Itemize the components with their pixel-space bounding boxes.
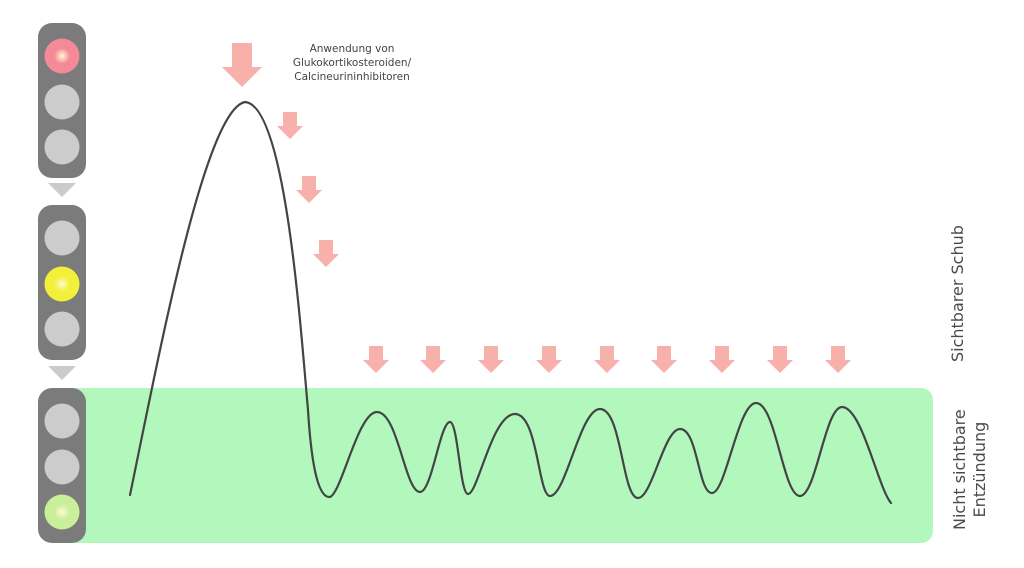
invisible-inflammation-zone	[40, 388, 933, 543]
traffic-light-red-lamp	[44, 38, 80, 74]
transition-chevron-icon	[48, 366, 76, 380]
treatment-arrow-icon	[767, 346, 793, 373]
traffic-light-green-lamp	[44, 311, 80, 347]
treatment-arrow-icon	[825, 346, 851, 373]
treatment-arrow-icon	[277, 112, 303, 139]
annotation-line: Calcineurininhibitoren	[294, 71, 410, 83]
treatment-arrow-icon	[296, 176, 322, 203]
treatment-arrow-icon	[222, 43, 262, 87]
treatment-arrow-icon	[651, 346, 677, 373]
treatment-arrow-icon	[313, 240, 339, 267]
treatment-arrow-icon	[420, 346, 446, 373]
traffic-light-yellow-lamp	[44, 84, 80, 120]
treatment-arrow-icon	[594, 346, 620, 373]
traffic-light-yellow-lamp	[44, 449, 80, 485]
traffic-light-green-lamp	[44, 129, 80, 165]
treatment-arrow-icon	[536, 346, 562, 373]
annotation-line: Anwendung von	[309, 43, 395, 55]
annotation-line: Glukokortikosteroiden/	[292, 57, 412, 69]
visible-flare-label: Sichtbarer Schub	[948, 225, 967, 362]
transition-chevron-icon	[48, 183, 76, 197]
traffic-light-yellow-lamp	[44, 266, 80, 302]
treatment-arrow-icon	[478, 346, 504, 373]
traffic-light-green-lamp	[44, 494, 80, 530]
traffic-light-red-lamp	[44, 220, 80, 256]
treatment-arrow-icon	[709, 346, 735, 373]
invisible-inflammation-label: Nicht sichtbare Entzündung	[950, 409, 990, 530]
invisible-label-line: Nicht sichtbare	[950, 409, 969, 530]
treatment-arrow-icon	[363, 346, 389, 373]
invisible-label-line: Entzündung	[970, 421, 989, 518]
traffic-light-red-lamp	[44, 403, 80, 439]
treatment-annotation: Anwendung von Glukokortikosteroiden/ Cal…	[262, 42, 442, 84]
inflammation-curve	[128, 100, 893, 505]
